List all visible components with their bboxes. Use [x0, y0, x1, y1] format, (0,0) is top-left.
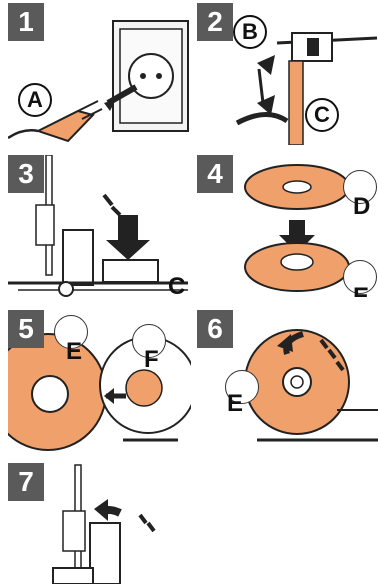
callout-d: D: [353, 195, 370, 219]
step-1-panel: 1 A: [8, 3, 191, 145]
step-number: 1: [8, 3, 44, 41]
step-number: 7: [8, 463, 44, 501]
step-4-panel: 4 D E: [197, 155, 378, 297]
callout-c: C: [305, 98, 339, 132]
callout-e: E: [227, 392, 243, 416]
step-2-panel: 2 B C: [197, 3, 378, 145]
step-number: 3: [8, 155, 44, 193]
callout-e: E: [66, 340, 82, 364]
step-number: 6: [197, 310, 233, 348]
callout-a: A: [18, 83, 52, 117]
callout-b: B: [233, 15, 267, 49]
callout-f: F: [144, 348, 159, 372]
callout-c: C: [168, 275, 185, 297]
step-5-panel: 5 E F: [8, 310, 191, 452]
step-3-panel: 3 C: [8, 155, 191, 297]
step-number: 5: [8, 310, 44, 348]
step-6-panel: 6 E: [197, 310, 378, 452]
step-number: 4: [197, 155, 233, 193]
callout-e: E: [353, 285, 369, 297]
step-7-panel: 7: [8, 463, 191, 584]
step-number: 2: [197, 3, 233, 41]
